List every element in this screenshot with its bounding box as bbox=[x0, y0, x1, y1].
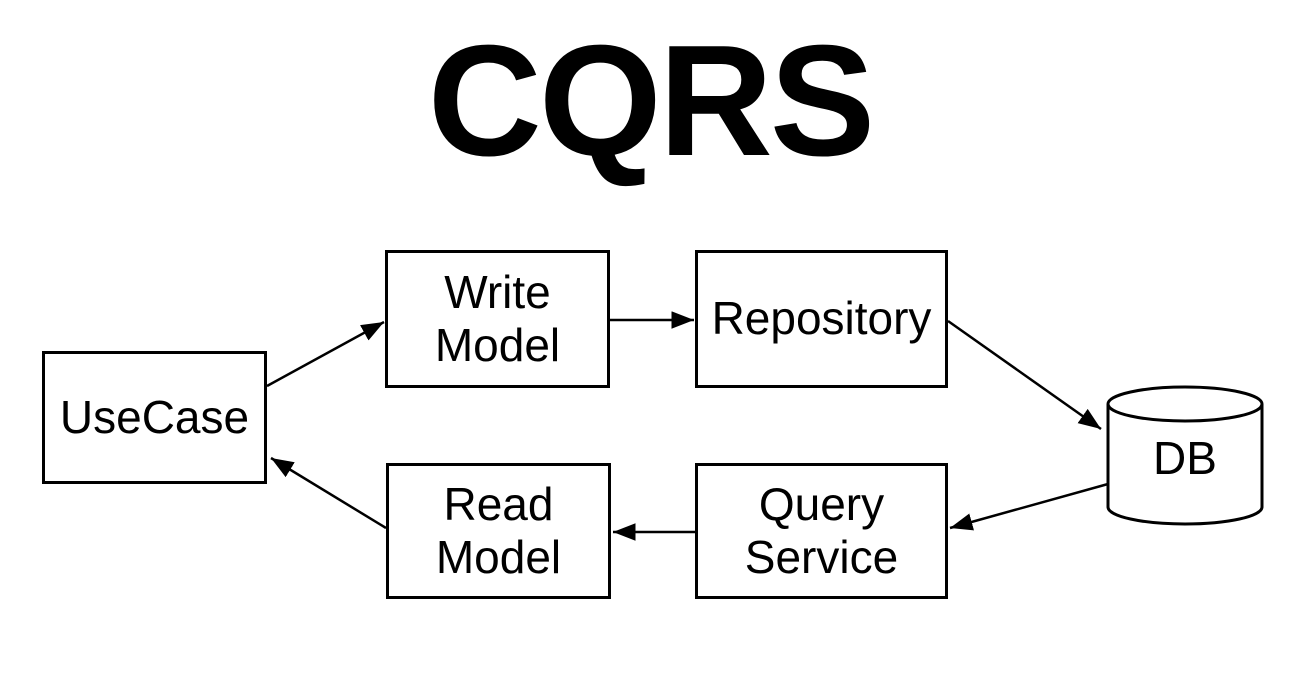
edge-db-to-query-service bbox=[949, 482, 1109, 531]
node-usecase-label: UseCase bbox=[59, 390, 250, 443]
node-write-model: Write Model bbox=[385, 250, 610, 388]
db-cylinder-top bbox=[1106, 385, 1264, 423]
db-cylinder-shape bbox=[1106, 385, 1264, 526]
node-repository: Repository bbox=[695, 250, 948, 388]
node-db-label: DB bbox=[1153, 432, 1217, 484]
edge-usecase-to-write-model bbox=[266, 320, 385, 388]
edge-repository-to-db bbox=[947, 319, 1102, 431]
node-read-model: Read Model bbox=[386, 463, 611, 599]
diagram-title: CQRS bbox=[427, 13, 876, 189]
db-cylinder-body bbox=[1106, 404, 1264, 526]
edge-read-model-to-usecase bbox=[270, 456, 387, 530]
node-write-model-label: Write Model bbox=[434, 265, 561, 371]
node-repository-label: Repository bbox=[711, 292, 932, 345]
node-usecase: UseCase bbox=[42, 351, 267, 484]
node-read-model-label: Read Model bbox=[435, 477, 562, 583]
node-query-service: Query Service bbox=[695, 463, 948, 599]
node-db: DB bbox=[1108, 430, 1262, 486]
node-query-service-label: Query Service bbox=[744, 477, 899, 583]
